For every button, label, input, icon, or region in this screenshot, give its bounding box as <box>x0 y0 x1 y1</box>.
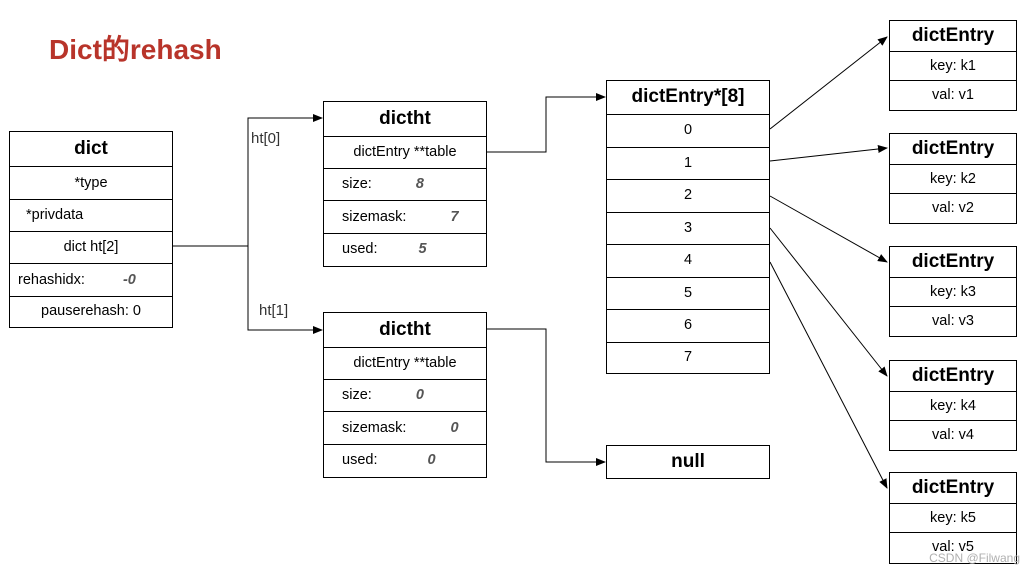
ht0-used-value: 5 <box>418 241 427 257</box>
slot3-to-entry4-arrow <box>769 227 888 377</box>
ht0-table-to-array-arrow <box>487 93 606 153</box>
dictentry-key: key: k2 <box>890 165 1016 194</box>
ht1-table-to-null-arrow <box>487 328 606 466</box>
dictentry-node-5: dictEntry key: k5 val: v5 <box>889 472 1017 564</box>
ht0-used-field: used: 5 <box>324 234 486 266</box>
ht0-size-value: 8 <box>415 176 424 192</box>
ht1-size-field: size: 0 <box>324 380 486 412</box>
rehashidx-label: rehashidx: <box>18 272 85 288</box>
dictentry-array-header: dictEntry*[8] <box>607 81 769 115</box>
array-slot: 5 <box>607 278 769 310</box>
dictentry-val: val: v1 <box>932 87 974 103</box>
dict-header: dict <box>10 132 172 167</box>
dictentry-key: key: k1 <box>890 52 1016 81</box>
ht0-table-field: dictEntry **table <box>324 137 486 169</box>
dictentry-val: val: v2 <box>932 200 974 216</box>
ht1-size-value: 0 <box>415 387 424 403</box>
dictht-ht0: dictht dictEntry **table size: 8 sizemas… <box>323 101 487 267</box>
array-slot: 2 <box>607 180 769 213</box>
dictentry-header: dictEntry <box>890 473 1016 504</box>
dictentry-val: val: v3 <box>932 313 974 329</box>
dictentry-node-1: dictEntry key: k1 val: v1 <box>889 20 1017 111</box>
ht1-sizemask-value: 0 <box>450 420 459 436</box>
dictentry-key: key: k3 <box>890 278 1016 307</box>
slot2-to-entry3-arrow <box>769 195 888 263</box>
dictentry-header: dictEntry <box>890 21 1016 52</box>
rehashidx-value: -0 <box>122 272 136 288</box>
ht1-sizemask-field: sizemask: 0 <box>324 412 486 445</box>
watermark-text: CSDN @Filwang <box>929 551 1020 565</box>
page-title: Dict的rehash <box>49 34 222 65</box>
array-slot: 0 <box>607 115 769 148</box>
array-slot: 1 <box>607 148 769 180</box>
ht1-size-label: size: <box>342 387 372 403</box>
dictentry-header: dictEntry <box>890 247 1016 278</box>
dictentry-val: val: v5 <box>932 539 974 555</box>
slot4-to-entry5-arrow <box>769 261 888 489</box>
dictentry-val: val: v4 <box>932 427 974 443</box>
dictht-ht0-header: dictht <box>324 102 486 137</box>
dictentry-node-3: dictEntry key: k3 val: v3 <box>889 246 1017 337</box>
ht1-sizemask-label: sizemask: <box>342 420 407 436</box>
slot1-to-entry2-arrow <box>769 145 888 162</box>
ht1-table-field: dictEntry **table <box>324 348 486 380</box>
dictentry-key: key: k5 <box>890 504 1016 533</box>
dict-type-field: *type <box>10 167 172 200</box>
ht0-label: ht[0] <box>251 130 281 147</box>
ht1-used-label: used: <box>342 452 378 468</box>
ht0-sizemask-field: sizemask: 7 <box>324 201 486 234</box>
dict-rehashidx-field: rehashidx: -0 <box>10 264 172 297</box>
dictht-ht1: dictht dictEntry **table size: 0 sizemas… <box>323 312 487 478</box>
dictentry-node-4: dictEntry key: k4 val: v4 <box>889 360 1017 451</box>
array-slot: 4 <box>607 245 769 278</box>
ht1-used-field: used: 0 <box>324 445 486 477</box>
null-box: null <box>606 445 770 479</box>
array-slot: 6 <box>607 310 769 343</box>
ht0-used-label: used: <box>342 241 378 257</box>
ht1-label: ht[1] <box>259 302 289 319</box>
dict-to-ht0-arrow <box>173 114 323 247</box>
dictentry-key: key: k4 <box>890 392 1016 421</box>
dict-ht-field: dict ht[2] <box>10 232 172 264</box>
array-slot: 3 <box>607 213 769 245</box>
ht0-size-label: size: <box>342 176 372 192</box>
ht1-used-value: 0 <box>427 452 436 468</box>
dictentry-header: dictEntry <box>890 134 1016 165</box>
dict-struct: dict *type *privdata dict ht[2] rehashid… <box>9 131 173 328</box>
dict-pauserehash-field: pauserehash: 0 <box>41 303 141 319</box>
dict-privdata-field: *privdata <box>10 200 172 232</box>
dictentry-array: dictEntry*[8] 0 1 2 3 4 5 6 7 <box>606 80 770 374</box>
ht0-sizemask-value: 7 <box>450 209 459 225</box>
array-slot: 7 <box>683 348 693 365</box>
dictentry-node-2: dictEntry key: k2 val: v2 <box>889 133 1017 224</box>
dictentry-header: dictEntry <box>890 361 1016 392</box>
ht0-size-field: size: 8 <box>324 169 486 201</box>
ht0-sizemask-label: sizemask: <box>342 209 407 225</box>
slot0-to-entry1-arrow <box>769 36 888 130</box>
dictht-ht1-header: dictht <box>324 313 486 348</box>
dict-to-ht1-arrow <box>247 246 323 334</box>
